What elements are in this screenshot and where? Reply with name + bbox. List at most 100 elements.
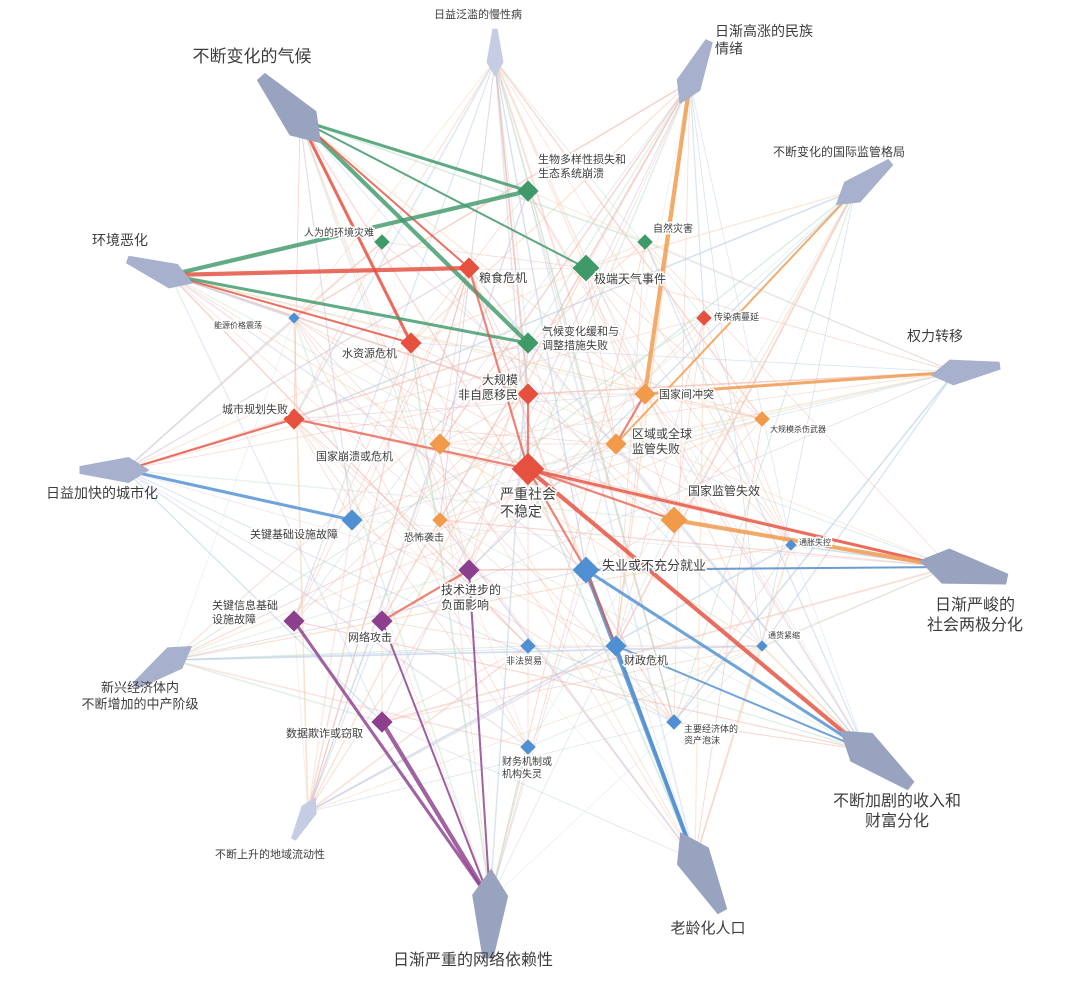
risk-node[interactable] [756,640,768,652]
risk-label: 关键信息基础设施故障 [212,598,278,626]
faint-link [381,721,696,861]
risk-label: 网络攻击 [348,630,392,644]
risk-node[interactable] [371,610,393,632]
faint-link [293,81,691,622]
trend-node[interactable] [79,457,150,483]
risk-node[interactable] [458,559,480,581]
risk-node[interactable] [511,452,545,486]
risk-node[interactable] [520,638,536,654]
risk-node[interactable] [517,332,539,354]
strong-link [168,273,530,345]
faint-link [410,81,691,344]
faint-link [351,267,470,521]
faint-link [761,566,951,647]
faint-link [307,645,763,813]
risk-label: 技术进步的负面影响 [441,582,501,612]
faint-link [351,371,956,521]
trend-node[interactable] [668,35,721,109]
strong-link [585,566,951,571]
faint-link [124,267,470,471]
faint-link [299,119,441,521]
faint-link [307,267,470,813]
risk-node[interactable] [572,556,600,584]
faint-link [585,267,792,546]
trend-node[interactable] [915,543,1011,597]
risk-label: 城市规划失败 [222,402,288,416]
risk-label: 气候变化缓和与调整措施失败 [542,324,619,352]
faint-link [293,418,353,521]
risk-label: 人为的环境灾难 [304,226,374,239]
faint-link [527,81,691,470]
faint-link [761,371,956,647]
trend-label: 不断上升的地域流动性 [215,847,325,861]
faint-link [489,342,529,901]
risk-node[interactable] [517,383,539,405]
trend-node[interactable] [486,28,504,77]
risk-node[interactable] [637,234,653,250]
trend-node[interactable] [123,247,198,295]
faint-link [171,544,792,661]
risk-node[interactable] [517,180,539,202]
faint-link [381,645,529,723]
risk-node[interactable] [432,512,448,528]
faint-link [527,190,696,861]
faint-link [615,317,705,647]
faint-link [439,418,763,521]
strong-link [381,620,491,901]
strong-connections [123,79,957,903]
faint-link [293,620,309,813]
trend-node[interactable] [470,868,509,959]
faint-link [489,519,675,901]
strong-link [167,188,531,278]
risk-node[interactable] [634,383,656,405]
strong-link [642,79,693,397]
risk-node[interactable] [371,711,393,733]
risk-node[interactable] [605,433,627,455]
risk-node[interactable] [374,234,390,250]
faint-link [644,241,792,546]
faint-link [351,519,675,723]
risk-label: 严重社会不稳定 [500,487,556,521]
trend-node[interactable] [247,64,334,155]
faint-link [527,393,951,568]
faint-link [381,81,691,622]
faint-link [293,418,470,571]
faint-link [307,443,441,813]
strong-link [615,189,856,445]
risk-node[interactable] [283,610,305,632]
strong-link [167,265,472,278]
risk-node[interactable] [605,635,627,657]
faint-link [439,443,491,901]
faint-link [293,393,529,622]
faint-link [615,443,866,751]
risk-node[interactable] [520,739,536,755]
faint-link [527,468,696,861]
risk-label: 通货紧缩 [768,630,800,640]
risk-node[interactable] [341,509,363,531]
faint-link [644,241,956,373]
faint-link [124,469,675,521]
faint-link [307,544,792,813]
faint-link [171,241,646,661]
trend-node[interactable] [664,824,738,920]
trend-node[interactable] [829,716,922,800]
faint-link [468,342,529,571]
trend-node[interactable] [929,353,1002,388]
strong-link [527,467,675,522]
faint-link [293,317,675,723]
trend-node[interactable] [828,152,899,216]
faint-link [124,241,646,471]
faint-link [615,81,691,445]
risk-label: 财务机制或机构失灵 [502,755,552,781]
risk-node[interactable] [666,714,682,730]
trend-node[interactable] [286,793,324,843]
trend-label: 不断变化的气候 [193,47,312,67]
faint-link [673,418,763,521]
risk-node[interactable] [288,312,300,324]
trend-node[interactable] [127,635,199,696]
risk-node[interactable] [785,539,797,551]
faint-link [171,645,529,661]
faint-link [124,469,383,622]
faint-link [689,81,705,319]
faint-link [293,418,617,445]
